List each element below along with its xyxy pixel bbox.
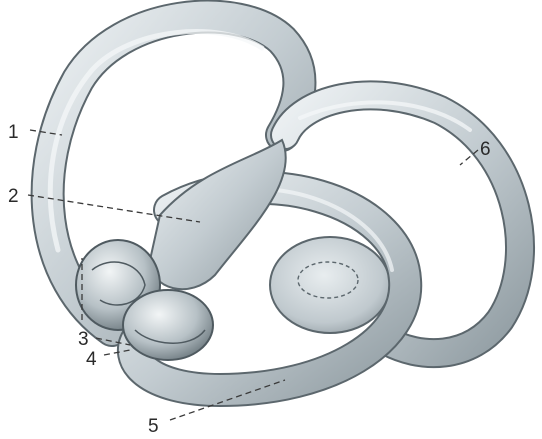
vestibule-body <box>150 140 286 289</box>
label-5: 5 <box>148 416 159 437</box>
label-4: 4 <box>86 349 97 370</box>
label-2: 2 <box>8 186 19 207</box>
saccule <box>270 237 390 333</box>
ampulla-lower <box>123 290 213 360</box>
label-1: 1 <box>8 122 19 143</box>
label-3: 3 <box>78 329 89 350</box>
label-6: 6 <box>480 139 491 160</box>
